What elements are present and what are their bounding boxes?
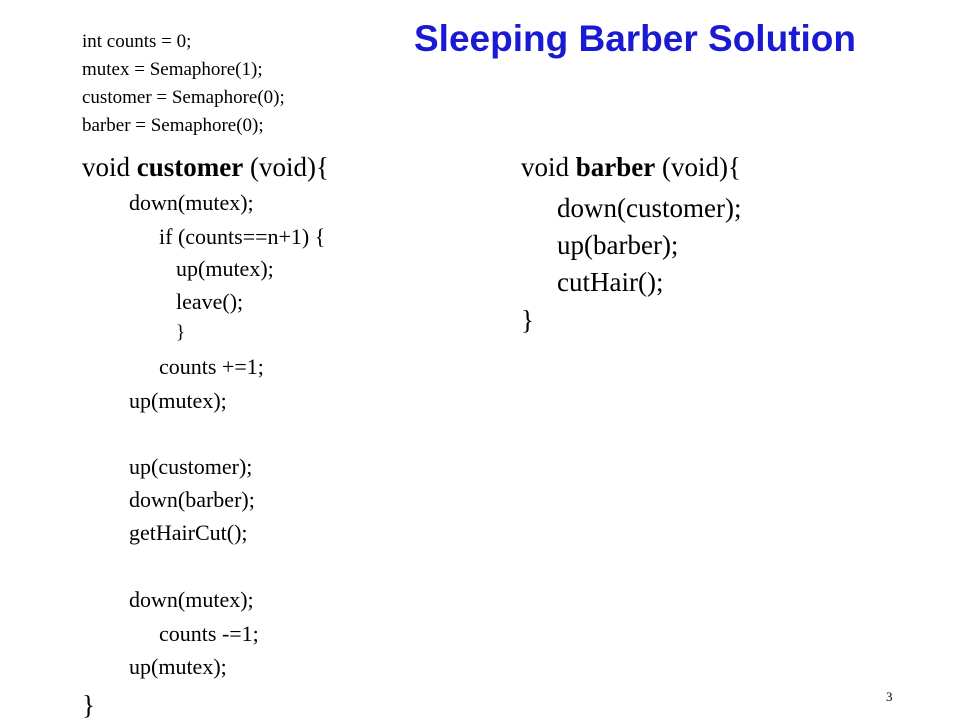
barber-close-brace: }: [521, 305, 534, 335]
keyword-void: void: [521, 152, 576, 182]
code-line: up(mutex);: [129, 388, 227, 413]
customer-close-brace: }: [82, 690, 95, 720]
code-line: down(customer);: [557, 193, 742, 223]
code-line: up(barber);: [557, 230, 679, 260]
code-line: counts +=1;: [159, 354, 264, 379]
declaration-mutex: mutex = Semaphore(1);: [82, 59, 263, 80]
barber-signature: void barber (void){: [521, 154, 741, 181]
code-line: leave();: [176, 289, 244, 314]
code-line: if (counts==n+1) {: [159, 224, 326, 249]
code-line: down(mutex);: [129, 190, 254, 215]
function-name: barber: [575, 152, 656, 182]
signature-params: (void){: [655, 152, 741, 182]
code-line: counts -=1;: [159, 621, 259, 646]
keyword-void: void: [82, 152, 137, 182]
code-line: }: [176, 322, 186, 343]
declaration-counts: int counts = 0;: [82, 31, 192, 52]
declaration-barber: barber = Semaphore(0);: [82, 115, 264, 136]
code-line: up(customer);: [129, 454, 253, 479]
declaration-customer: customer = Semaphore(0);: [82, 87, 285, 108]
code-line: cutHair();: [557, 267, 664, 297]
function-name: customer: [136, 152, 244, 182]
code-line: up(mutex);: [129, 654, 227, 679]
page-number: 3: [886, 689, 893, 704]
code-line: down(barber);: [129, 487, 255, 512]
signature-params: (void){: [243, 152, 329, 182]
customer-signature: void customer (void){: [82, 154, 329, 181]
code-line: up(mutex);: [176, 256, 274, 281]
slide-title: Sleeping Barber Solution: [414, 18, 856, 59]
code-line: getHairCut();: [129, 520, 248, 545]
code-line: down(mutex);: [129, 587, 254, 612]
